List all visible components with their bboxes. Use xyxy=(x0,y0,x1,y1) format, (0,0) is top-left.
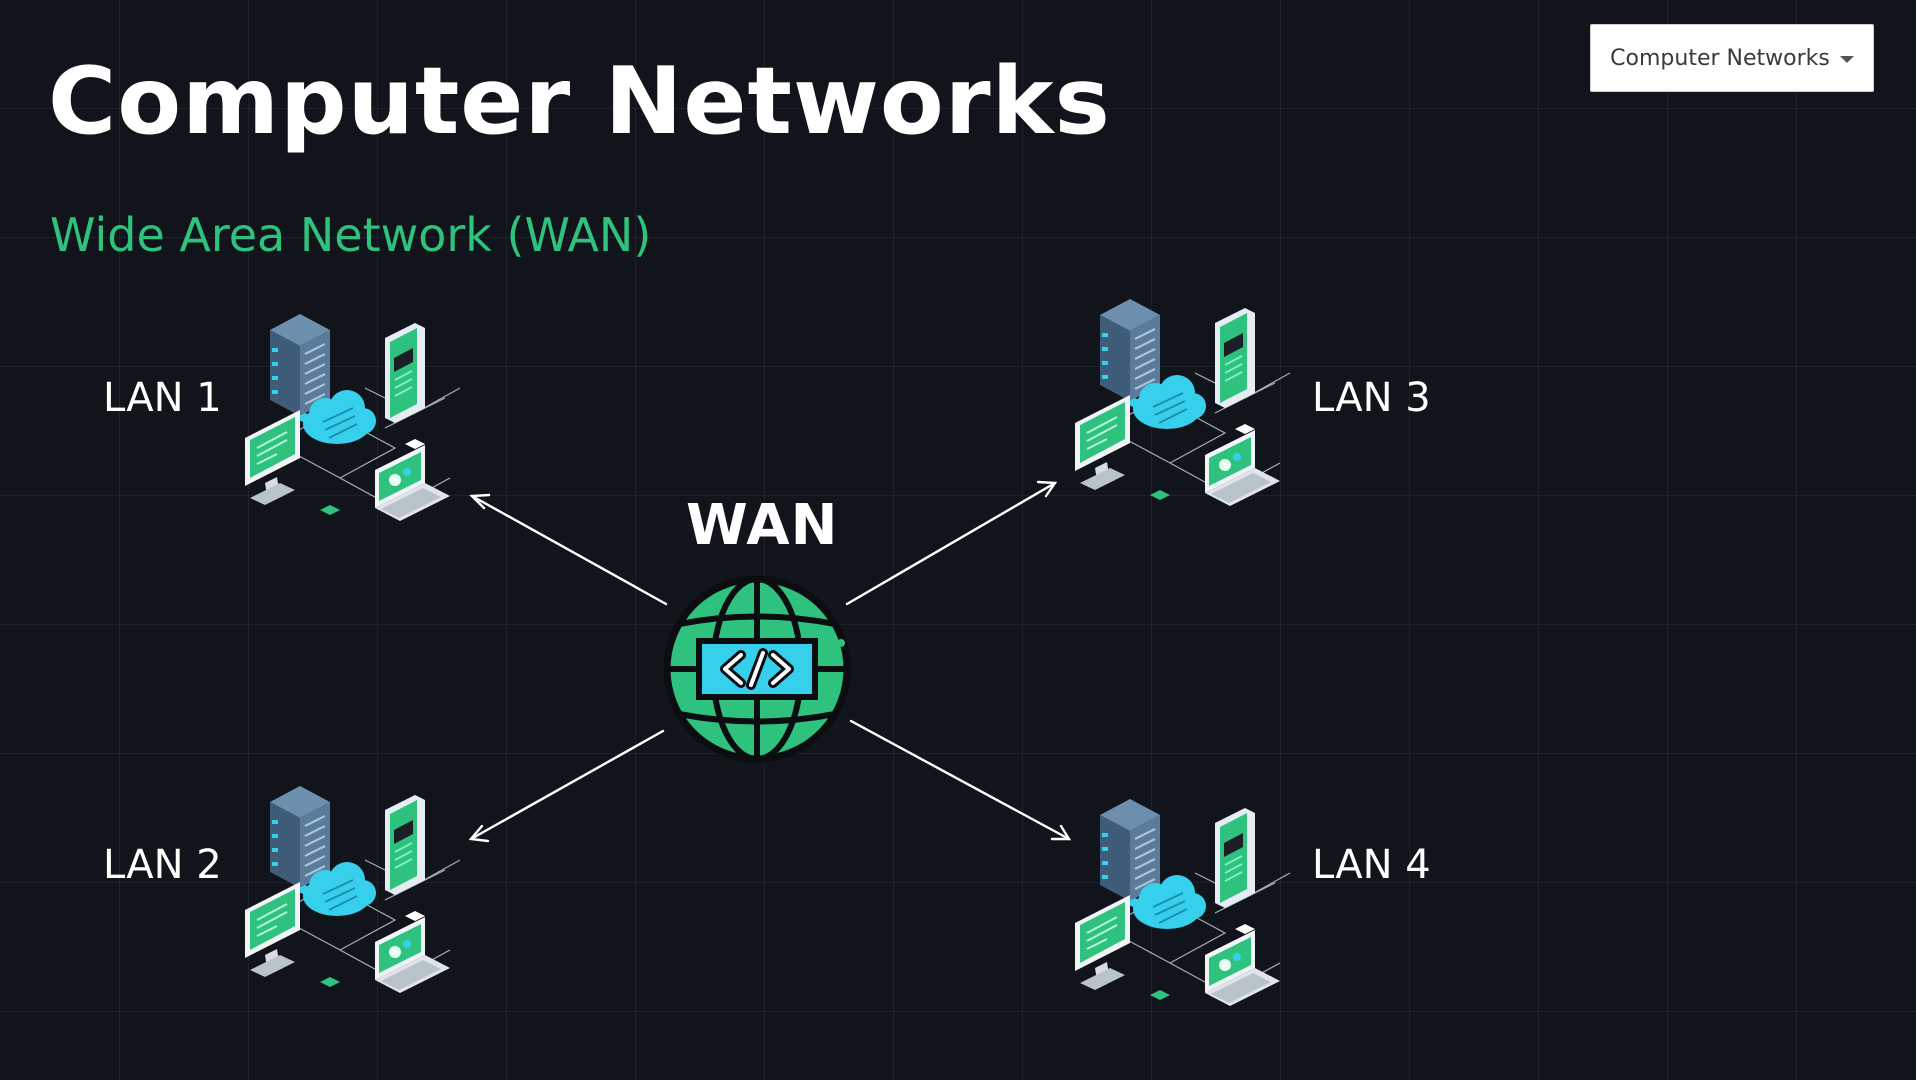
connector-wan-lan2 xyxy=(469,729,665,841)
lan1-label: LAN 1 xyxy=(103,375,222,421)
lan2-cluster-icon xyxy=(243,784,462,995)
arrowhead-lan1 xyxy=(469,493,491,510)
topic-dropdown[interactable]: Computer Networks xyxy=(1590,24,1874,92)
globe-code-icon xyxy=(663,575,851,763)
page-title: Computer Networks xyxy=(48,47,1111,155)
caret-down-icon xyxy=(1839,55,1854,63)
lan4-cluster-icon xyxy=(1073,797,1292,1008)
lan3-cluster-icon xyxy=(1073,297,1292,508)
lan2-label: LAN 2 xyxy=(103,842,222,888)
topic-dropdown-value: Computer Networks xyxy=(1610,45,1830,71)
arrowhead-lan3 xyxy=(1036,480,1058,498)
lan1-cluster-icon xyxy=(243,312,462,523)
connector-wan-lan1 xyxy=(470,494,668,606)
arrowhead-lan4 xyxy=(1050,824,1072,841)
page-subtitle: Wide Area Network (WAN) xyxy=(50,208,652,262)
connector-wan-lan4 xyxy=(849,719,1071,841)
arrowhead-lan2 xyxy=(468,824,490,843)
lan4-label: LAN 4 xyxy=(1312,842,1431,888)
lan3-label: LAN 3 xyxy=(1312,375,1431,421)
connector-wan-lan3 xyxy=(845,481,1057,606)
wan-label: WAN xyxy=(686,493,839,558)
